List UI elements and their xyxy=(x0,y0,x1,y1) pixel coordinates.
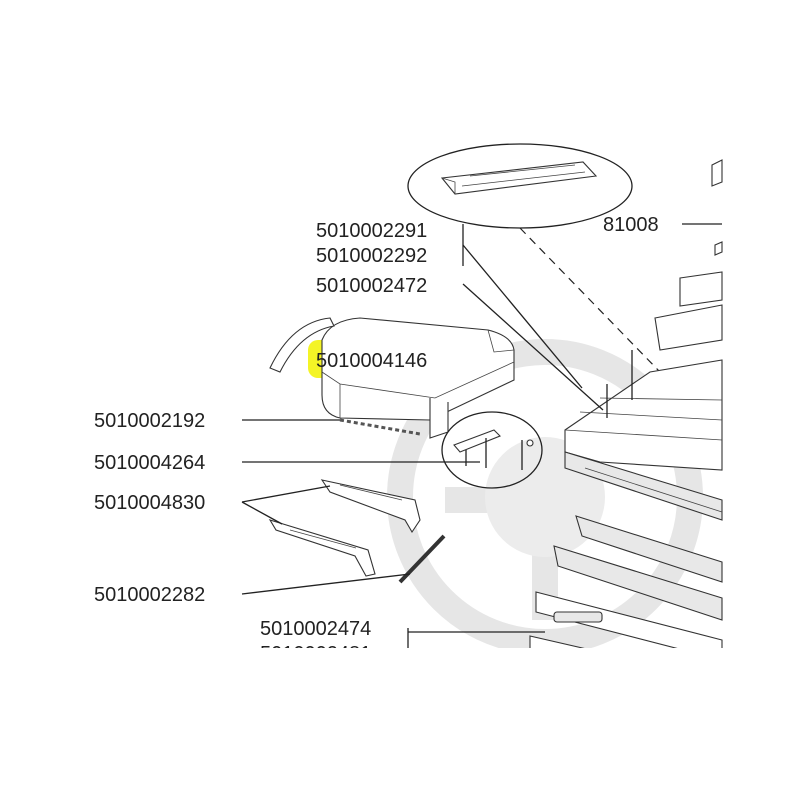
label-5010002282: 5010002282 xyxy=(94,584,205,606)
label-5010002472: 5010002472 xyxy=(316,275,427,297)
detail-ellipse-bracket xyxy=(441,411,543,489)
lid-part xyxy=(321,317,515,439)
appliance-body xyxy=(529,159,723,701)
hinge-bracket-parts xyxy=(268,479,421,577)
detail-ellipse-top xyxy=(407,143,661,373)
label-5010002474: 5010002474 xyxy=(260,618,371,640)
handle-part xyxy=(269,317,335,373)
label-5010002192: 5010002192 xyxy=(94,410,205,432)
leader-lines xyxy=(241,223,722,648)
label-5010002292: 5010002292 xyxy=(316,245,427,267)
label-5010004264: 5010004264 xyxy=(94,452,205,474)
label-81008: 81008 xyxy=(603,214,659,236)
label-5010004830: 5010004830 xyxy=(94,492,205,514)
label-5010004146: 5010004146 xyxy=(316,350,427,372)
label-5010002291: 5010002291 xyxy=(316,220,427,242)
crop-mask xyxy=(0,648,800,800)
